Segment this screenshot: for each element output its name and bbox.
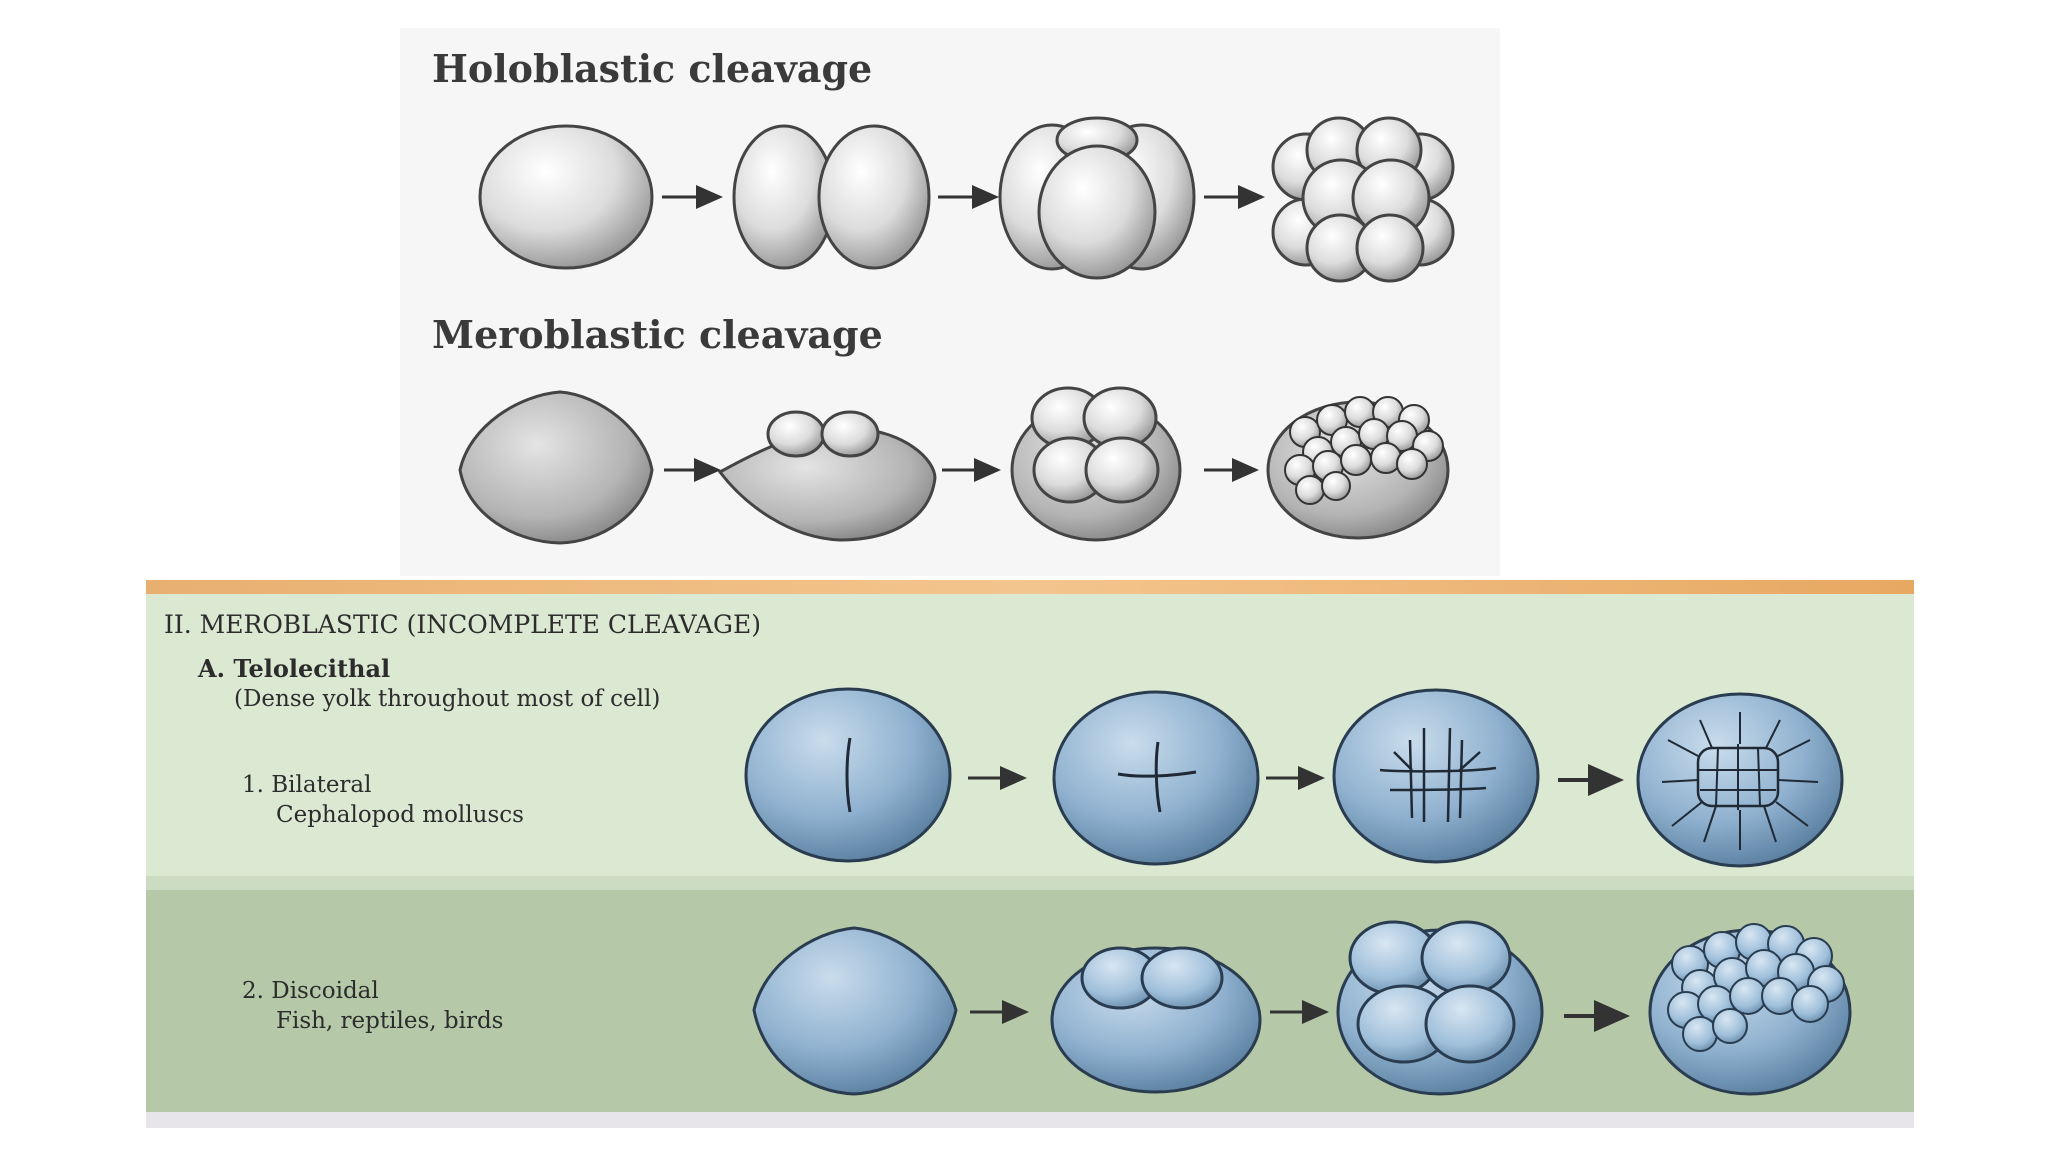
meroblastic-2-cell: [717, 410, 937, 542]
meroblastic-heading: II. MEROBLASTIC (INCOMPLETE CLEAVAGE): [164, 610, 762, 639]
bilateral-stage-4: [1636, 692, 1844, 868]
top-border-bar: [146, 580, 1914, 594]
holoblastic-zygote: [478, 124, 654, 270]
discoidal-stage-2: [1050, 946, 1262, 1094]
bilateral-stage-2: [1052, 690, 1260, 866]
holoblastic-title: Holoblastic cleavage: [432, 46, 873, 91]
meroblastic-4-cell: [1010, 386, 1182, 542]
bilateral-label: 1. Bilateral: [242, 772, 372, 798]
telolecithal-band: [146, 594, 1914, 876]
telolecithal-title: A. Telolecithal: [198, 654, 391, 683]
discoidal-stage-4: [1648, 923, 1852, 1096]
meroblastic-zygote: [458, 390, 654, 545]
cephalopod-label: Cephalopod molluscs: [276, 802, 524, 828]
band-separator: [146, 876, 1914, 890]
discoidal-stage-1: [752, 926, 958, 1096]
meroblastic-multicell: [1266, 396, 1450, 540]
holoblastic-8-cell: [1271, 116, 1455, 283]
telolecithal-note: (Dense yolk throughout most of cell): [234, 686, 661, 712]
discoidal-stage-3: [1336, 920, 1544, 1096]
holoblastic-2-cell: [732, 124, 931, 270]
bottom-diagram-panel: II. MEROBLASTIC (INCOMPLETE CLEAVAGE) A.…: [146, 580, 1914, 1128]
fish-reptiles-birds-label: Fish, reptiles, birds: [276, 1008, 504, 1034]
meroblastic-title: Meroblastic cleavage: [432, 312, 883, 357]
discoidal-label: 2. Discoidal: [242, 978, 379, 1004]
holoblastic-4-cell: [998, 116, 1196, 280]
bilateral-stage-1: [744, 687, 952, 863]
bilateral-stage-3: [1332, 688, 1540, 864]
bottom-border: [146, 1112, 1914, 1128]
